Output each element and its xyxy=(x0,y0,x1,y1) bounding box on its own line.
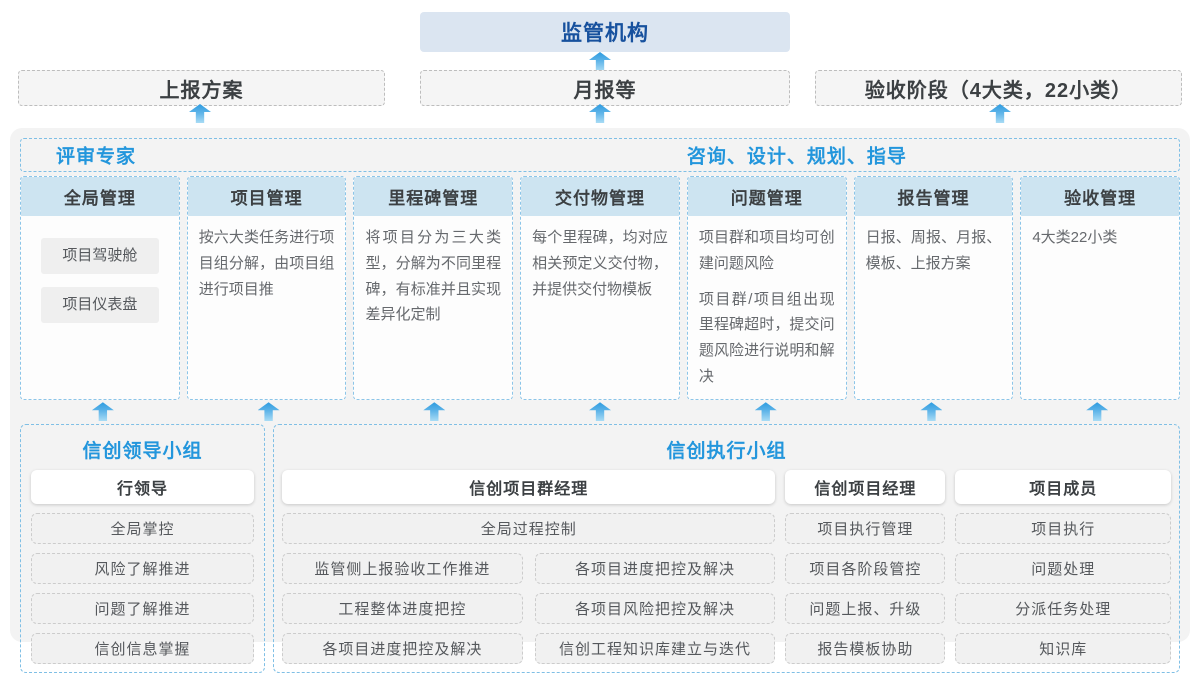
up-arrow-icon xyxy=(989,104,1011,123)
module-report-management: 报告管理 日报、周报、月报、模板、上报方案 xyxy=(853,176,1014,400)
module-paragraph: 4大类22小类 xyxy=(1032,229,1118,246)
leadership-item: 风险了解推进 xyxy=(31,552,254,584)
module-item: 项目仪表盘 xyxy=(41,286,159,323)
module-global-management: 全局管理 项目驾驶舱 项目仪表盘 xyxy=(20,176,180,400)
project-manager-item: 项目各阶段管控 xyxy=(785,552,946,584)
up-arrow-icon xyxy=(920,402,943,422)
module-paragraph: 项目群和项目均可创建问题风险 xyxy=(698,229,835,272)
project-manager-role-pill: 信创项目经理 xyxy=(785,469,946,504)
groups-row: 信创领导小组 行领导 全局掌控 风险了解推进 问题了解推进 信创信息掌握 信创执… xyxy=(20,423,1180,673)
leadership-role-pill: 行领导 xyxy=(31,469,254,504)
output-acceptance-stage: 验收阶段（4大类，22小类） xyxy=(815,70,1182,106)
module-paragraph: 项目群/项目组出现里程碑超时，提交问题风险进行说明和解决 xyxy=(698,290,835,385)
module-title: 报告管理 xyxy=(854,177,1013,216)
module-title: 里程碑管理 xyxy=(354,177,513,216)
program-manager-role-pill: 信创项目群经理 xyxy=(282,469,776,504)
program-manager-item: 各项目风险把控及解决 xyxy=(534,592,776,624)
module-body: 项目群和项目均可创建问题风险 项目群/项目组出现里程碑超时，提交问题风险进行说明… xyxy=(688,216,846,399)
program-manager-item: 各项目进度把控及解决 xyxy=(282,632,523,664)
module-title: 验收管理 xyxy=(1021,177,1180,216)
leadership-group-title: 信创领导小组 xyxy=(82,440,203,462)
program-manager-subcolumns: 监管侧上报验收工作推进 工程整体进度把控 各项目进度把控及解决 各项目进度把控及… xyxy=(282,544,776,664)
project-member-item: 分派任务处理 xyxy=(955,592,1171,624)
up-arrow-icon xyxy=(257,402,280,422)
up-arrow-icon xyxy=(754,402,777,422)
module-body: 每个里程碑，均对应相关预定义交付物，并提供交付物模板 xyxy=(521,216,679,311)
up-arrow-icon xyxy=(589,402,612,422)
platform-header: 评审专家 咨询、设计、规划、指导 xyxy=(20,138,1180,172)
execution-group: 信创执行小组 信创项目群经理 全局过程控制 监管侧上报验收工作推进 工程整体进度… xyxy=(273,423,1180,673)
module-body: 4大类22小类 xyxy=(1021,216,1179,260)
program-manager-item: 监管侧上报验收工作推进 xyxy=(282,552,523,584)
module-acceptance-management: 验收管理 4大类22小类 xyxy=(1020,176,1181,400)
execution-group-title: 信创执行小组 xyxy=(666,440,787,462)
up-arrow-icon xyxy=(589,52,611,71)
review-experts-title: 评审专家 xyxy=(56,146,137,168)
program-manager-column: 信创项目群经理 全局过程控制 监管侧上报验收工作推进 工程整体进度把控 各项目进… xyxy=(282,469,776,664)
module-title: 全局管理 xyxy=(21,177,179,216)
project-manager-column: 信创项目经理 项目执行管理 项目各阶段管控 问题上报、升级 报告模板协助 xyxy=(785,469,946,664)
module-issue-management: 问题管理 项目群和项目均可创建问题风险 项目群/项目组出现里程碑超时，提交问题风… xyxy=(686,176,847,400)
program-manager-subcolumn-right: 各项目进度把控及解决 各项目风险把控及解决 信创工程知识库建立与迭代 xyxy=(534,544,776,664)
leadership-group: 信创领导小组 行领导 全局掌控 风险了解推进 问题了解推进 信创信息掌握 xyxy=(20,423,265,673)
up-arrow-icon xyxy=(589,104,611,123)
project-members-role-pill: 项目成员 xyxy=(955,469,1171,504)
module-body: 日报、周报、月报、模板、上报方案 xyxy=(855,216,1013,286)
project-manager-item: 报告模板协助 xyxy=(785,632,946,664)
output-report-plan: 上报方案 xyxy=(18,70,385,106)
output-monthly-report: 月报等 xyxy=(420,70,790,106)
execution-columns: 信创项目群经理 全局过程控制 监管侧上报验收工作推进 工程整体进度把控 各项目进… xyxy=(282,469,1171,664)
program-manager-item: 工程整体进度把控 xyxy=(282,592,523,624)
up-arrow-icon xyxy=(189,104,211,123)
module-title: 项目管理 xyxy=(187,177,346,216)
platform-container: 评审专家 咨询、设计、规划、指导 全局管理 项目驾驶舱 项目仪表盘 项目管理 按… xyxy=(10,128,1190,673)
module-body: 按六大类任务进行项目组分解，由项目组进行项目推 xyxy=(188,216,346,311)
module-body: 将项目分为三大类型，分解为不同里程碑，有标准并且实现差异化定制 xyxy=(354,216,512,337)
program-manager-item: 全局过程控制 xyxy=(282,512,776,544)
module-project-management: 项目管理 按六大类任务进行项目组分解，由项目组进行项目推 xyxy=(186,176,347,400)
module-item: 项目驾驶舱 xyxy=(41,238,159,274)
leadership-item: 信创信息掌握 xyxy=(31,632,254,664)
project-manager-item: 问题上报、升级 xyxy=(785,592,946,624)
project-manager-item: 项目执行管理 xyxy=(785,512,946,544)
program-manager-subcolumn-left: 监管侧上报验收工作推进 工程整体进度把控 各项目进度把控及解决 xyxy=(282,544,523,664)
module-milestone-management: 里程碑管理 将项目分为三大类型，分解为不同里程碑，有标准并且实现差异化定制 xyxy=(353,176,514,400)
module-paragraph: 每个里程碑，均对应相关预定义交付物，并提供交付物模板 xyxy=(532,229,668,298)
module-deliverable-management: 交付物管理 每个里程碑，均对应相关预定义交付物，并提供交付物模板 xyxy=(520,176,680,400)
up-arrow-icon xyxy=(423,402,446,422)
modules-row: 全局管理 项目驾驶舱 项目仪表盘 项目管理 按六大类任务进行项目组分解，由项目组… xyxy=(20,176,1181,400)
up-arrow-icon xyxy=(1086,402,1109,422)
project-member-item: 知识库 xyxy=(955,632,1171,664)
project-members-column: 项目成员 项目执行 问题处理 分派任务处理 知识库 xyxy=(955,469,1171,664)
module-paragraph: 按六大类任务进行项目组分解，由项目组进行项目推 xyxy=(198,229,335,298)
module-paragraph: 将项目分为三大类型，分解为不同里程碑，有标准并且实现差异化定制 xyxy=(365,229,502,324)
module-title: 交付物管理 xyxy=(521,177,679,216)
module-title: 问题管理 xyxy=(687,177,846,216)
module-paragraph: 日报、周报、月报、模板、上报方案 xyxy=(865,229,1002,272)
program-manager-item: 信创工程知识库建立与迭代 xyxy=(534,632,776,664)
module-body: 项目驾驶舱 项目仪表盘 xyxy=(21,216,179,332)
leadership-item: 全局掌控 xyxy=(31,512,254,544)
project-member-item: 问题处理 xyxy=(955,552,1171,584)
project-member-item: 项目执行 xyxy=(955,512,1171,544)
module-arrows-row xyxy=(20,400,1180,424)
regulator-box: 监管机构 xyxy=(420,12,790,52)
leadership-item: 问题了解推进 xyxy=(31,592,254,624)
program-manager-item: 各项目进度把控及解决 xyxy=(534,552,776,584)
up-arrow-icon xyxy=(91,402,114,422)
consulting-title: 咨询、设计、规划、指导 xyxy=(686,146,907,168)
